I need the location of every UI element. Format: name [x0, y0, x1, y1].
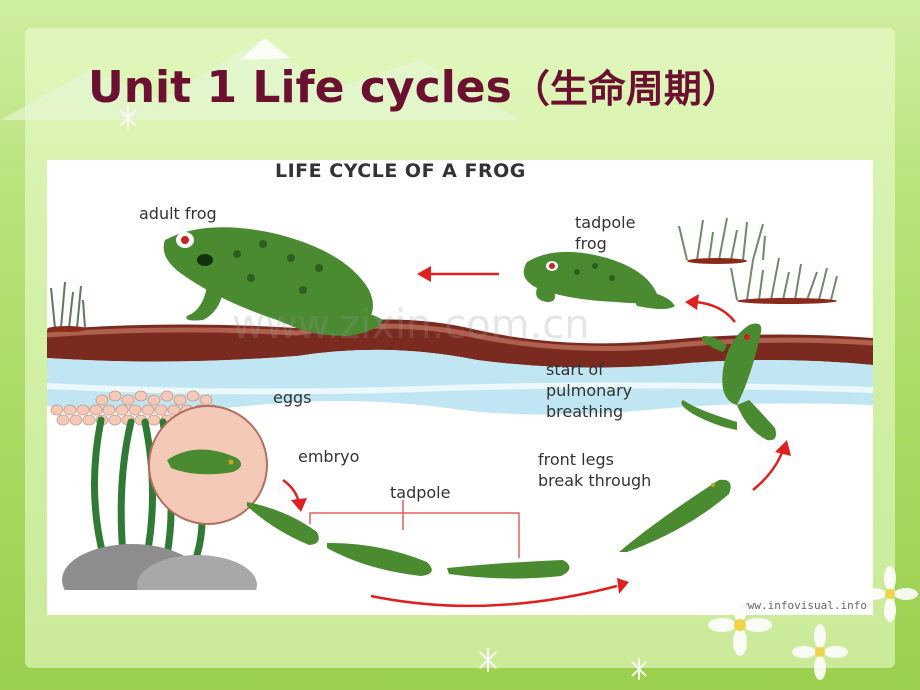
title-english: Unit 1 Life cycles [88, 62, 512, 113]
frog-life-cycle-diagram: www.zixin.com.cn LIFE CYCLE OF A FROG ad… [47, 160, 873, 615]
label-tadpole: tadpole [390, 483, 451, 502]
rocks [47, 544, 277, 615]
label-adult-frog: adult frog [139, 204, 217, 223]
label-embryo: embryo [298, 447, 360, 466]
title-chinese: （生命周期） [511, 67, 740, 111]
tadpoles [247, 479, 731, 579]
slide-title: Unit 1 Life cycles（生命周期） [88, 58, 740, 113]
watermark: www.zixin.com.cn [232, 302, 590, 348]
flower-icon [862, 566, 918, 622]
embryo-illustration [148, 405, 268, 525]
label-eggs: eggs [273, 388, 312, 407]
label-start-of-pulmonary-breathing: start of pulmonary breathing [546, 360, 633, 421]
label-tadpole-frog: tadpole frog [575, 213, 636, 253]
cycle-arrows [282, 266, 791, 608]
grass-left [50, 281, 86, 329]
water-band [47, 349, 873, 415]
flower-icon [792, 624, 848, 680]
grass-right [678, 217, 838, 301]
froglet-in-water [681, 323, 776, 441]
tadpole-frog-illustration [523, 251, 675, 309]
diagram-heading: LIFE CYCLE OF A FROG [275, 160, 526, 182]
adult-frog-illustration [163, 227, 383, 336]
diagram-illustration [47, 217, 873, 615]
flower-icon [708, 594, 772, 656]
tadpole-bracket [309, 500, 520, 558]
snowflake-icon [119, 106, 647, 680]
label-front-legs-break-through: front legs break through [538, 450, 652, 490]
image-credit: www.infovisual.info [741, 599, 867, 612]
